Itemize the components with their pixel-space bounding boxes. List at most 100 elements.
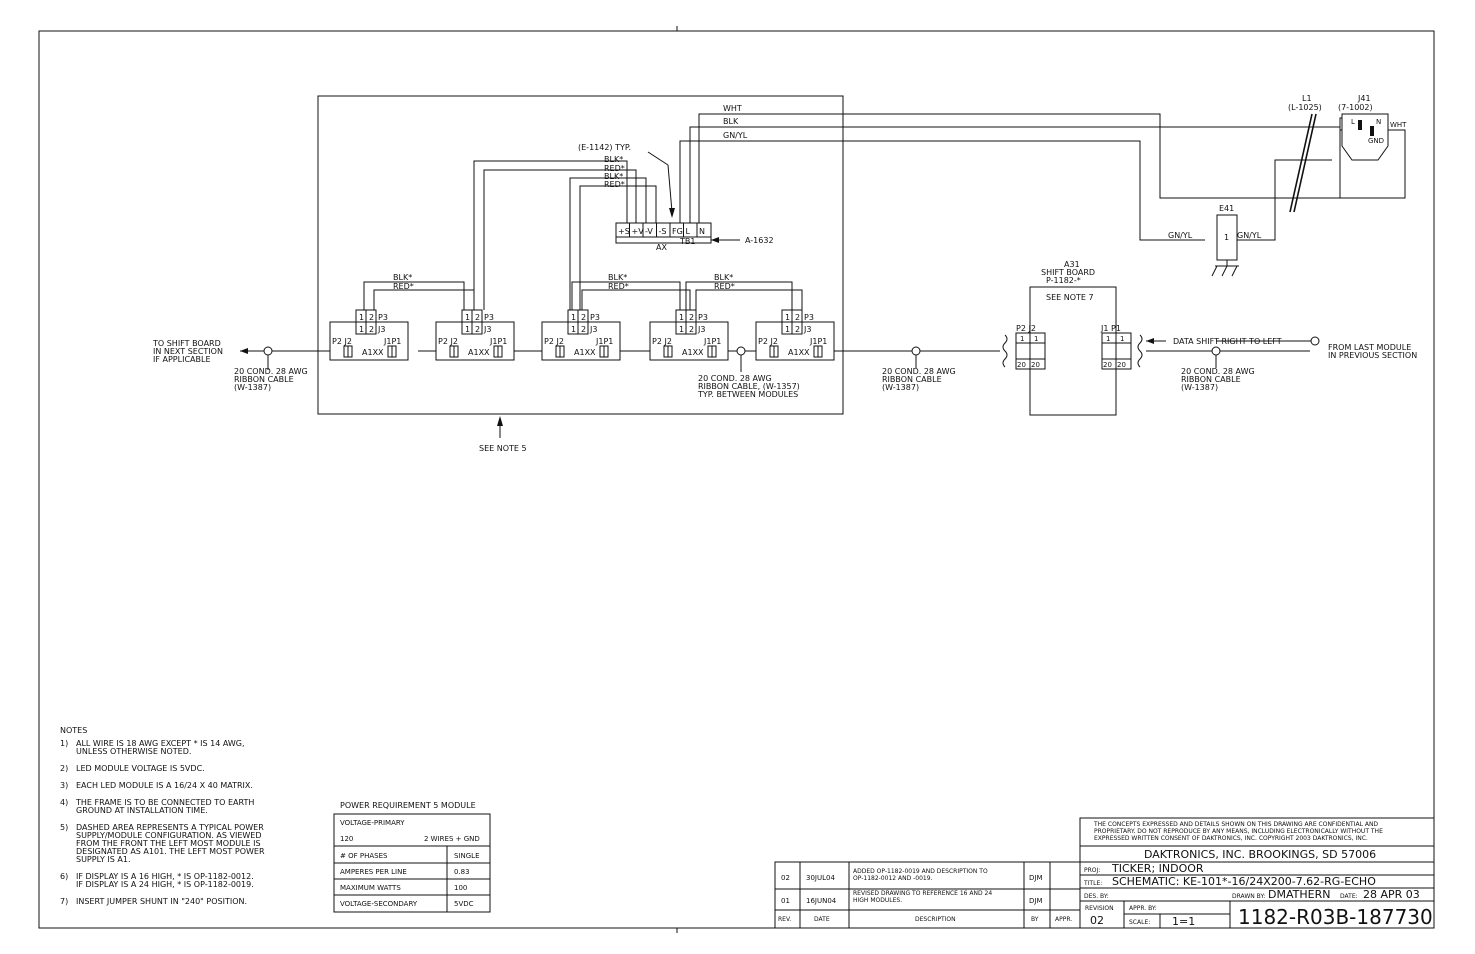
svg-text:1): 1) [60, 739, 68, 748]
svg-text:J3: J3 [803, 325, 811, 334]
svg-text:100: 100 [454, 884, 467, 892]
svg-text:2: 2 [581, 325, 586, 334]
svg-text:4): 4) [60, 798, 68, 807]
svg-text:BLK*: BLK* [714, 273, 733, 282]
svg-text:GROUND AT INSTALLATION TIME.: GROUND AT INSTALLATION TIME. [76, 806, 208, 815]
svg-text:VOLTAGE-SECONDARY: VOLTAGE-SECONDARY [340, 900, 418, 908]
svg-text:IF DISPLAY IS A 24 HIGH, * IS: IF DISPLAY IS A 24 HIGH, * IS OP-1182-00… [76, 880, 254, 889]
svg-text:2: 2 [369, 325, 374, 334]
svg-text:DESCRIPTION: DESCRIPTION [915, 916, 956, 923]
svg-text:6): 6) [60, 872, 68, 881]
l1-j41: L1 (L-1025) J41 (7-1002) L N GND WHT E41… [1211, 94, 1407, 277]
shift-board-a31: A31 SHIFT BOARD P-1182-* SEE NOTE 7 P2 J… [1015, 260, 1132, 416]
svg-text:REVISED DRAWING TO REFERENCE 1: REVISED DRAWING TO REFERENCE 16 AND 24 [853, 890, 992, 897]
svg-text:J3: J3 [377, 325, 385, 334]
svg-text:DATE:: DATE: [1340, 893, 1358, 900]
svg-text:5VDC: 5VDC [454, 900, 474, 908]
svg-text:RIBBON CABLE: RIBBON CABLE [1181, 375, 1241, 384]
from-last-module-terminal [1310, 336, 1320, 346]
svg-text:16JUN04: 16JUN04 [806, 897, 837, 905]
svg-text:IF APPLICABLE: IF APPLICABLE [153, 355, 211, 364]
svg-text:GN/YL: GN/YL [723, 131, 748, 140]
svg-text:DJM: DJM [1029, 874, 1043, 882]
svg-text:E41: E41 [1219, 204, 1234, 213]
svg-text:1: 1 [465, 313, 470, 322]
svg-text:J1P1: J1P1 [489, 337, 507, 346]
svg-text:2 WIRES + GND: 2 WIRES + GND [424, 835, 480, 843]
svg-text:SEE NOTE 5: SEE NOTE 5 [479, 444, 527, 453]
svg-text:P2 J2: P2 J2 [332, 337, 352, 346]
svg-text:FROM THE FRONT THE LEFT MOST M: FROM THE FRONT THE LEFT MOST MODULE IS [76, 839, 261, 848]
svg-text:1: 1 [785, 325, 790, 334]
tb1-label: TB1 [679, 237, 695, 246]
svg-text:2: 2 [795, 325, 800, 334]
dashed-area [317, 95, 844, 415]
svg-text:20: 20 [1103, 361, 1112, 369]
svg-text:APPR.: APPR. [1055, 916, 1072, 923]
svg-text:N: N [699, 227, 705, 236]
svg-text:(W-1387): (W-1387) [234, 383, 271, 392]
svg-text:P2 J2: P2 J2 [758, 337, 778, 346]
svg-text:J1 P1: J1 P1 [1100, 324, 1121, 333]
svg-text:1: 1 [1034, 335, 1038, 343]
svg-text:WHT: WHT [723, 104, 742, 113]
svg-text:J1P1: J1P1 [703, 337, 721, 346]
svg-text:20: 20 [1017, 361, 1026, 369]
svg-text:PROJ:: PROJ: [1084, 867, 1100, 874]
svg-text:28 APR 03: 28 APR 03 [1363, 888, 1420, 901]
revision-table: 02 30JUL04 ADDED OP-1182-0019 AND DESCRI… [774, 861, 1081, 929]
svg-text:P3: P3 [698, 313, 708, 322]
svg-text:THE FRAME IS TO BE CONNECTED T: THE FRAME IS TO BE CONNECTED TO EARTH [75, 798, 254, 807]
svg-text:TICKER; INDOOR: TICKER; INDOOR [1111, 862, 1204, 875]
power-wires: BLK* RED* BLK* RED* BLK* RED* BLK* RED* … [363, 104, 1360, 310]
svg-text:2: 2 [795, 313, 800, 322]
svg-text:SHIFT BOARD: SHIFT BOARD [1041, 268, 1095, 277]
svg-text:PROPRIETARY. DO NOT REPRODUCE: PROPRIETARY. DO NOT REPRODUCE BY ANY MEA… [1094, 828, 1383, 835]
svg-text:RIBBON CABLE: RIBBON CABLE [882, 375, 942, 384]
svg-text:20 COND. 28 AWG: 20 COND. 28 AWG [1181, 367, 1255, 376]
svg-text:EACH LED MODULE IS A 16/24 X 4: EACH LED MODULE IS A 16/24 X 40 MATRIX. [76, 781, 253, 790]
svg-text:IF DISPLAY IS A 16 HIGH, * IS: IF DISPLAY IS A 16 HIGH, * IS OP-1182-00… [76, 872, 254, 881]
svg-text:1: 1 [465, 325, 470, 334]
svg-text:1: 1 [1224, 233, 1229, 242]
ax-label: AX [656, 243, 667, 252]
svg-text:120: 120 [340, 835, 353, 843]
notes-block: NOTES 1)ALL WIRE IS 18 AWG EXCEPT * IS 1… [60, 726, 265, 906]
svg-text:TYP. BETWEEN MODULES: TYP. BETWEEN MODULES [697, 390, 798, 399]
svg-text:1: 1 [1120, 335, 1124, 343]
svg-text:GND: GND [1368, 137, 1384, 145]
ribbon-bus [240, 334, 1320, 372]
svg-text:L: L [686, 227, 691, 236]
svg-text:WHT: WHT [1390, 121, 1407, 129]
svg-text:POWER REQUIREMENT 5 MODULE: POWER REQUIREMENT 5 MODULE [340, 801, 476, 810]
svg-text:BY: BY [1031, 916, 1039, 923]
svg-text:A1XX: A1XX [682, 348, 704, 357]
svg-text:2): 2) [60, 764, 68, 773]
svg-text:3): 3) [60, 781, 68, 790]
svg-text:P2 J2: P2 J2 [544, 337, 564, 346]
svg-text:GN/YL: GN/YL [1237, 231, 1262, 240]
svg-text:IN NEXT SECTION: IN NEXT SECTION [153, 347, 223, 356]
svg-text:J1P1: J1P1 [809, 337, 827, 346]
svg-text:BLK: BLK [723, 117, 739, 126]
psu-ref: (E-1142) TYP. [578, 143, 631, 152]
svg-text:J3: J3 [697, 325, 705, 334]
svg-text:5): 5) [60, 823, 68, 832]
svg-text:SUPPLY/MODULE CONFIGURATION. A: SUPPLY/MODULE CONFIGURATION. AS VIEWED [76, 831, 262, 840]
svg-text:J1P1: J1P1 [383, 337, 401, 346]
svg-text:1: 1 [679, 325, 684, 334]
svg-text:DJM: DJM [1029, 897, 1043, 905]
svg-text:SINGLE: SINGLE [454, 852, 480, 860]
svg-text:P-1182-*: P-1182-* [1046, 276, 1081, 285]
svg-text:BLK*: BLK* [604, 172, 623, 181]
svg-text:SCALE:: SCALE: [1129, 919, 1150, 926]
svg-text:A1XX: A1XX [362, 348, 384, 357]
title-block: THE CONCEPTS EXPRESSED AND DETAILS SHOWN… [1079, 817, 1435, 929]
svg-text:DATE: DATE [814, 916, 830, 923]
svg-text:(W-1387): (W-1387) [882, 383, 919, 392]
svg-text:P2 J2: P2 J2 [1016, 324, 1036, 333]
